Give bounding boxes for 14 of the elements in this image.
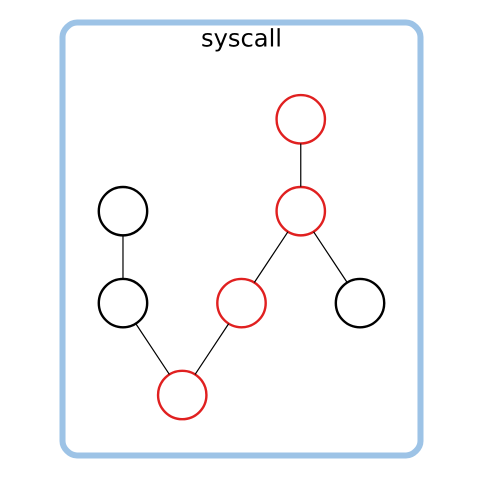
connector <box>254 231 288 283</box>
node-circle <box>275 94 326 145</box>
cluster: syscall <box>60 20 424 458</box>
node-circle <box>98 186 148 237</box>
node-circle <box>275 186 326 237</box>
connector <box>135 323 170 375</box>
connector <box>300 144 302 187</box>
connector <box>194 323 230 375</box>
node-circle <box>156 370 208 420</box>
connector <box>122 235 124 279</box>
node-circle <box>98 278 148 328</box>
node-circle <box>216 278 267 328</box>
node-circle <box>334 278 386 328</box>
connector <box>313 231 348 283</box>
